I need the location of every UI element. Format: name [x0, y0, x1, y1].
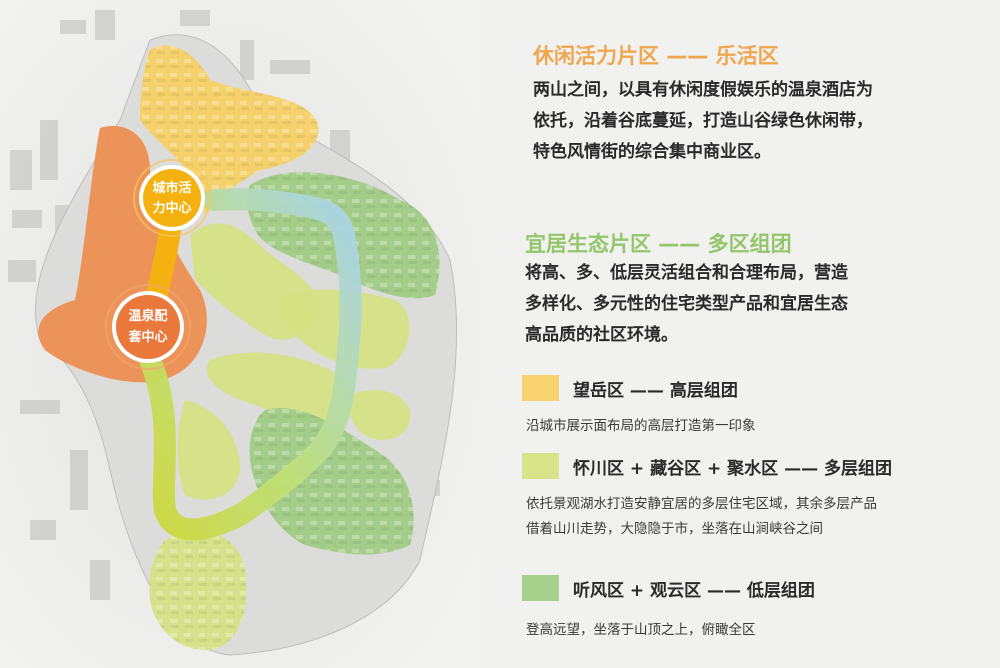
spring-center-label-line2: 套中心 [127, 329, 167, 345]
legend-swatch-high-rise [522, 375, 559, 401]
valley-corridor [139, 188, 362, 541]
site-plan-map: 城市活 力中心 温泉配 套中心 [0, 0, 480, 668]
legend-desc-mid-rise: 依托景观湖水打造安静宜居的多层住宅区域，其余多层产品 借着山川走势，大隐隐于市，… [526, 492, 877, 542]
building-texture [140, 45, 440, 651]
legend-label-high-rise: 望岳区 —— 高层组团 [573, 380, 738, 401]
city-center-label-line2: 力中心 [152, 200, 191, 216]
section1-line: 两山之间，以具有休闲度假娱乐的温泉酒店为 [533, 80, 873, 100]
legend-label-mid-rise: 怀川区 + 藏谷区 + 聚水区 —— 多层组团 [573, 458, 892, 479]
section2-line: 多样化、多元性的住宅类型产品和宜居生态 [525, 294, 848, 314]
legend-item-high-rise: 望岳区 —— 高层组团 [522, 373, 738, 403]
city-center-marker: 城市活 力中心 [133, 159, 211, 237]
section1-title: 休闲活力片区 —— 乐活区 [533, 44, 779, 68]
zone-mid-3 [206, 352, 353, 422]
zone-mid-5 [177, 400, 240, 500]
legend-swatch-mid-rise [522, 453, 559, 479]
legend-desc-high-rise: 沿城市展示面布局的高层打造第一印象 [526, 414, 756, 439]
legend-swatch-low-rise [522, 575, 559, 601]
legend-label-low-rise: 听风区 + 观云区 —— 低层组团 [573, 580, 815, 601]
legend-item-mid-rise: 怀川区 + 藏谷区 + 聚水区 —— 多层组团 [522, 451, 892, 481]
description-panel: 休闲活力片区 —— 乐活区 两山之间，以具有休闲度假娱乐的温泉酒店为 依托，沿着… [480, 0, 1000, 668]
section2-title: 宜居生态片区 —— 多区组团 [525, 232, 792, 256]
legend-desc-line: 沿城市展示面布局的高层打造第一印象 [526, 418, 756, 434]
section2-line: 将高、多、低层灵活组合和合理布局，营造 [525, 263, 848, 283]
section1-line: 依托，沿着谷底蔓延，打造山谷绿色休闲带， [533, 111, 873, 131]
legend-desc-line: 登高远望，坐落于山顶之上，俯瞰全区 [526, 622, 756, 638]
section2-line: 高品质的社区环境。 [525, 325, 678, 345]
spring-center-label-line1: 温泉配 [128, 308, 167, 324]
zone-mid-4 [349, 390, 411, 440]
section2-body: 将高、多、低层灵活组合和合理布局，营造 多样化、多元性的住宅类型产品和宜居生态 … [525, 258, 848, 351]
section1-line: 特色风情街的综合集中商业区。 [533, 142, 771, 162]
legend-desc-line: 借着山川走势，大隐隐于市，坐落在山涧峡谷之间 [526, 521, 823, 537]
legend-desc-line: 依托景观湖水打造安静宜居的多层住宅区域，其余多层产品 [526, 496, 877, 512]
section1-body: 两山之间，以具有休闲度假娱乐的温泉酒店为 依托，沿着谷底蔓延，打造山谷绿色休闲带… [533, 75, 873, 168]
legend-item-low-rise: 听风区 + 观云区 —— 低层组团 [522, 573, 815, 603]
legend-desc-low-rise: 登高远望，坐落于山顶之上，俯瞰全区 [526, 618, 756, 643]
spring-center-marker: 温泉配 套中心 [105, 284, 191, 370]
city-center-label-line1: 城市活 [152, 180, 191, 196]
